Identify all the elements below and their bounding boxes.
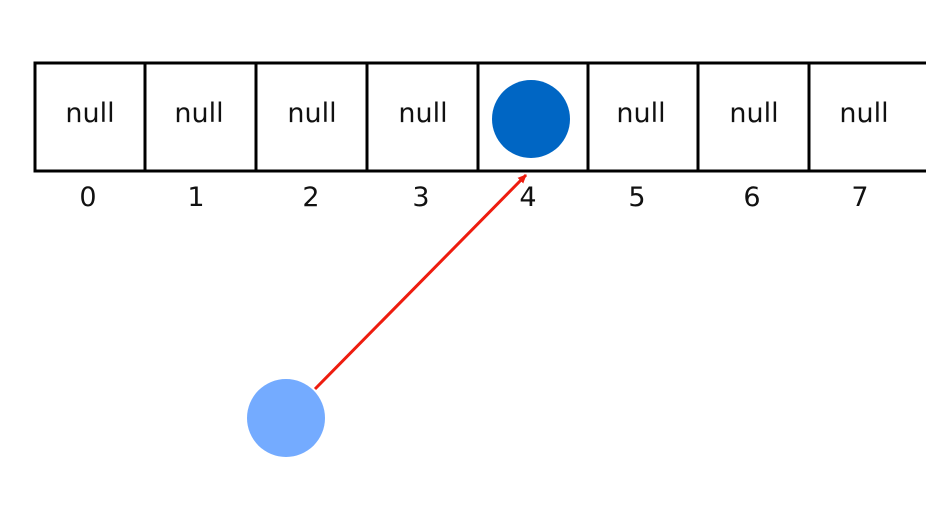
index-label-7: 7 [851,182,868,213]
array-cell-6: null [696,61,811,173]
cell-5-value: null [616,98,665,129]
index-label-0: 0 [79,182,96,213]
index-label-4: 4 [519,182,536,213]
cell-2-value: null [287,98,336,129]
index-label-2: 2 [302,182,319,213]
cell-1-value: null [174,98,223,129]
index-label-6: 6 [743,182,760,213]
incoming-node-circle [247,379,325,457]
cell-6-value: null [729,98,778,129]
array-cell-5: null [586,61,700,173]
cell-0-value: null [65,98,114,129]
cell-7-value: null [839,98,888,129]
cell-3-value: null [398,98,447,129]
array-cell-1: null [143,61,258,173]
array-cell-7: null [807,61,926,173]
array-cell-4 [476,61,590,173]
stored-node-circle [492,80,570,158]
index-label-3: 3 [412,182,429,213]
array-cell-2: null [254,61,369,173]
array-cells: null null null null null null null [33,61,926,173]
insert-arrow [313,173,528,391]
array-cell-3: null [365,61,480,173]
index-label-1: 1 [187,182,204,213]
index-labels: 0 1 2 3 4 5 6 7 [79,182,868,213]
array-cell-0: null [33,61,147,173]
index-label-5: 5 [628,182,645,213]
